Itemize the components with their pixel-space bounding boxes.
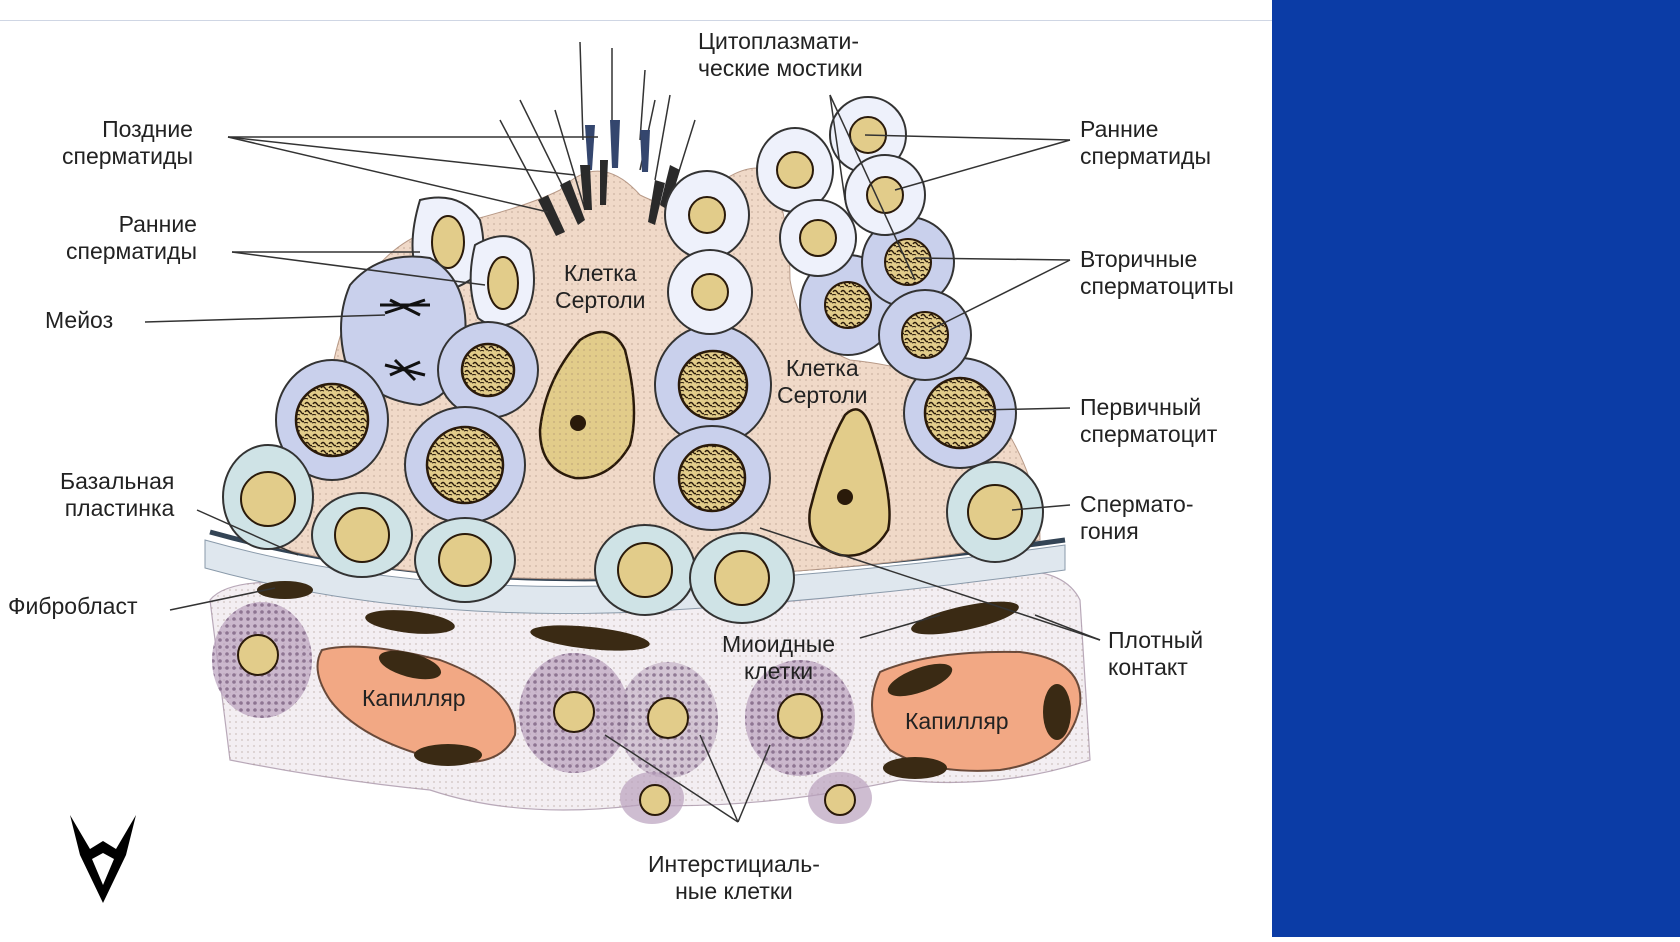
side-panel <box>1272 0 1680 937</box>
capillaries <box>316 645 1082 779</box>
secondary-spermatocytes <box>799 216 972 381</box>
leader-lines <box>144 94 1101 823</box>
primary-spermatocytes <box>275 321 1017 531</box>
diagram-illustration <box>144 41 1101 824</box>
label-fibroblast: Фибробласт <box>8 593 138 619</box>
label-cytoplasmic-bridges: Цитоплазмати-ческие мостики <box>698 28 863 81</box>
sertoli-nuclei <box>538 330 891 557</box>
v-shaped-logo-icon <box>70 815 136 903</box>
label-capillary-left: Капилляр <box>362 685 466 711</box>
label-meiosis: Мейоз <box>45 307 114 333</box>
interstitial-cell-clusters <box>212 602 872 824</box>
top-divider <box>0 20 1272 21</box>
myoid-layer <box>204 539 1066 651</box>
label-interstitial-cells: Интерстициаль-ные клетки <box>648 851 820 904</box>
label-capillary-right: Капилляр <box>905 708 1009 734</box>
label-spermatogonia: Спермато-гония <box>1080 491 1194 544</box>
spermatogonia <box>222 444 1044 624</box>
